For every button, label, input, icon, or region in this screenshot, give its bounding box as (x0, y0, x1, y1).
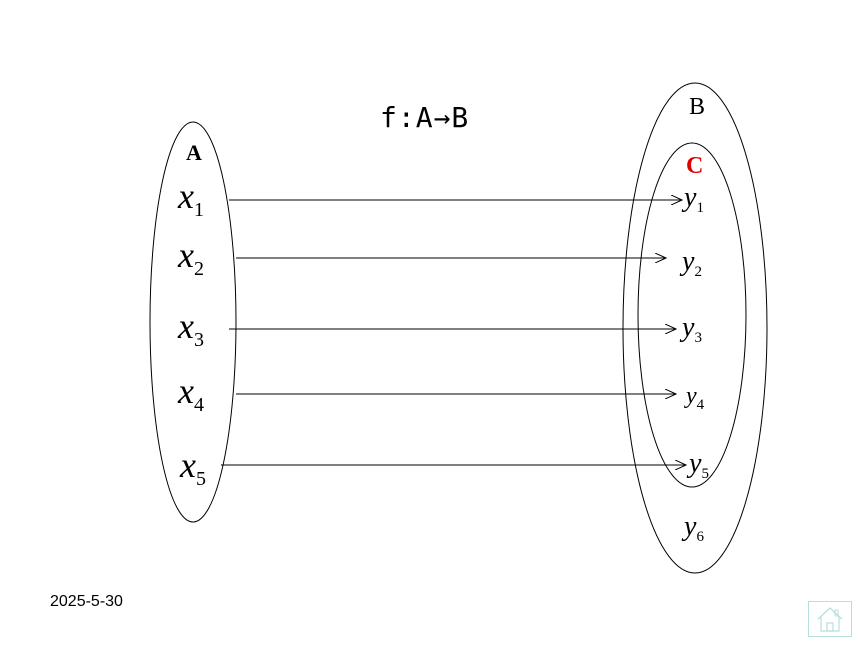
set-a-label: A (186, 140, 202, 165)
set-a-ellipse (149, 121, 237, 523)
element-y4: y4 (686, 383, 705, 413)
element-y3: y3 (682, 312, 702, 346)
element-x4: x4 (178, 371, 204, 416)
home-button[interactable] (808, 601, 852, 637)
home-icon (817, 607, 843, 632)
element-x3: x3 (178, 306, 204, 351)
element-x1: x1 (178, 176, 204, 221)
function-title: f:A→B (380, 101, 470, 134)
element-y5: y5 (689, 448, 709, 482)
element-y6: y6 (684, 511, 704, 545)
set-b-ellipse (622, 82, 768, 574)
set-b-label: B (689, 94, 706, 120)
set-c-ellipse (637, 142, 747, 488)
slide-date: 2025-5-30 (50, 593, 123, 610)
element-y2: y2 (682, 246, 702, 280)
set-c-label: C (686, 153, 704, 179)
element-y1: y1 (684, 182, 704, 216)
element-x2: x2 (178, 235, 204, 280)
element-x5: x5 (180, 445, 206, 490)
